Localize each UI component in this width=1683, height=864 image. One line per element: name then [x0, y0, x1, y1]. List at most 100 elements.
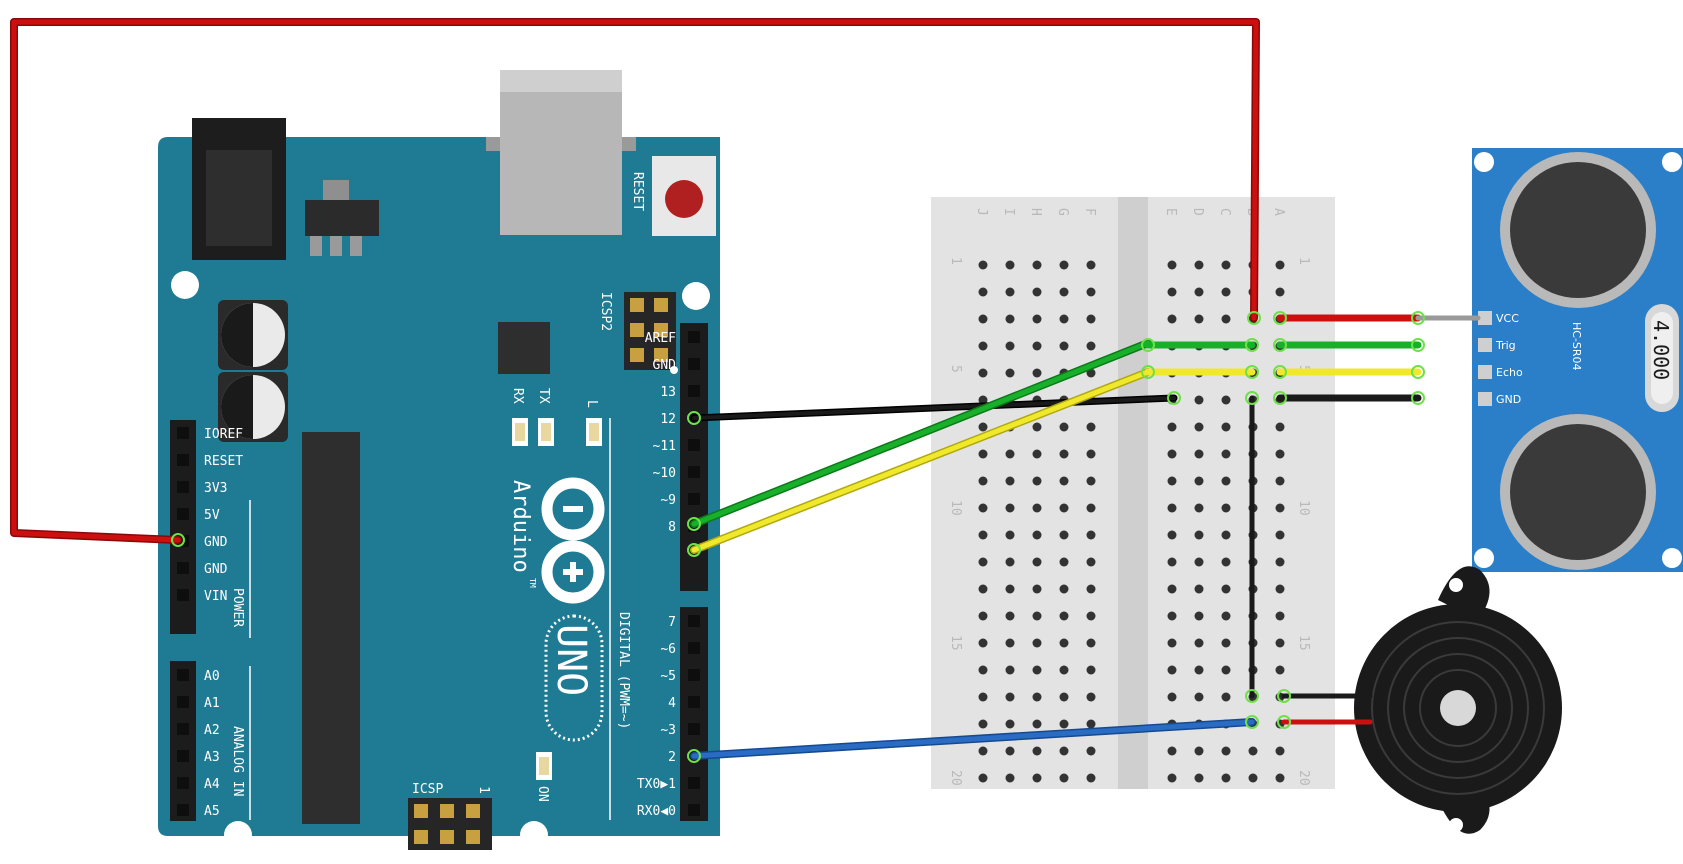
breadboard-hole: [978, 314, 988, 324]
breadboard-hole: [1032, 368, 1042, 378]
breadboard-hole: [1194, 746, 1204, 756]
wire-endpoint: [1141, 365, 1155, 379]
wire-endpoint: [687, 517, 701, 531]
breadboard-hole: [1275, 638, 1285, 648]
row-number: 15: [948, 635, 963, 651]
breadboard-center-channel: [1118, 197, 1148, 789]
power-label: POWER: [230, 588, 245, 627]
breadboard-hole: [1275, 665, 1285, 675]
header-pin: [688, 642, 700, 654]
breadboard-hole: [1032, 692, 1042, 702]
breadboard-hole: [1194, 638, 1204, 648]
breadboard-hole: [1275, 584, 1285, 594]
breadboard-hole: [1221, 260, 1231, 270]
breadboard-hole: [1167, 773, 1177, 783]
trademark-text: TM: [528, 578, 537, 588]
pin-label: GND: [204, 535, 228, 550]
breadboard-hole: [1167, 665, 1177, 675]
breadboard-hole: [1221, 395, 1231, 405]
wire-endpoint: [1411, 311, 1425, 325]
sensor-pin-label: Trig: [1495, 339, 1516, 352]
breadboard-hole: [1194, 611, 1204, 621]
breadboard-hole: [1167, 449, 1177, 459]
breadboard-hole: [1221, 665, 1231, 675]
breadboard-hole: [1059, 314, 1069, 324]
breadboard-hole: [978, 611, 988, 621]
breadboard-hole: [1221, 476, 1231, 486]
breadboard-hole: [1032, 530, 1042, 540]
breadboard-hole: [1005, 260, 1015, 270]
breadboard-hole: [978, 476, 988, 486]
header-pin: [688, 615, 700, 627]
header-pin: [688, 466, 700, 478]
breadboard-hole: [1275, 557, 1285, 567]
wire-endpoint: [1167, 391, 1181, 405]
header-pin: [177, 696, 189, 708]
usb-connector: [486, 70, 636, 235]
breadboard-hole: [1032, 260, 1042, 270]
breadboard-hole: [1167, 584, 1177, 594]
breadboard-hole: [1086, 314, 1096, 324]
breadboard-hole: [1194, 503, 1204, 513]
wire-endpoint: [1245, 689, 1259, 703]
header-pin: [177, 481, 189, 493]
arduino-uno-board: RESET ICSP2 ICSP 1 RX TX L ON: [158, 70, 720, 850]
wire-endpoint: [687, 543, 701, 557]
breadboard-hole: [1275, 260, 1285, 270]
wire-endpoint: [1411, 365, 1425, 379]
breadboard-hole: [1059, 422, 1069, 432]
pin-label: ~9: [660, 493, 676, 508]
pin-label: A2: [204, 723, 220, 738]
breadboard-hole: [978, 638, 988, 648]
breadboard-hole: [1086, 638, 1096, 648]
breadboard-hole: [1059, 584, 1069, 594]
breadboard-hole: [1032, 773, 1042, 783]
row-number: 5: [948, 365, 963, 373]
dc-power-jack: [192, 118, 286, 260]
breadboard-hole: [1275, 449, 1285, 459]
breadboard-hole: [978, 665, 988, 675]
breadboard-hole: [1032, 665, 1042, 675]
pin-label: ~5: [660, 669, 676, 684]
header-pin: [177, 723, 189, 735]
row-number: 15: [1296, 635, 1311, 651]
breadboard-hole: [1194, 260, 1204, 270]
header-pin: [688, 493, 700, 505]
capacitor: [218, 300, 288, 370]
row-number: 20: [1296, 770, 1311, 786]
breadboard-hole: [1194, 665, 1204, 675]
wire-endpoint: [687, 411, 701, 425]
sensor-model-label: HC-SR04: [1570, 322, 1583, 371]
header-pin: [177, 669, 189, 681]
wire-endpoint: [1245, 715, 1259, 729]
breadboard-hole: [1248, 746, 1258, 756]
breadboard-hole: [1086, 287, 1096, 297]
breadboard-hole: [1167, 638, 1177, 648]
breadboard-hole: [1005, 449, 1015, 459]
breadboard-hole: [1167, 287, 1177, 297]
breadboard-hole: [978, 260, 988, 270]
breadboard-hole: [1059, 773, 1069, 783]
pin-label: 7: [668, 615, 676, 630]
sensor-pin: [1478, 392, 1492, 406]
column-letter: A: [1271, 208, 1286, 216]
breadboard-hole: [1005, 530, 1015, 540]
breadboard-hole: [1086, 449, 1096, 459]
breadboard-hole: [1059, 530, 1069, 540]
column-letter: J: [974, 208, 989, 216]
atmega-chip: [302, 432, 360, 824]
breadboard-hole: [978, 422, 988, 432]
sensor-pin-label: GND: [1496, 393, 1521, 406]
wire-endpoints: [171, 311, 1425, 763]
breadboard-hole: [1167, 557, 1177, 567]
breadboard-hole: [1086, 503, 1096, 513]
pin-label: 2: [668, 750, 676, 765]
sensor-pin-label: VCC: [1496, 312, 1519, 325]
column-letter: F: [1082, 208, 1097, 216]
reset-button[interactable]: [652, 156, 716, 236]
breadboard-hole: [1059, 746, 1069, 756]
pin-label: 12: [660, 412, 676, 427]
